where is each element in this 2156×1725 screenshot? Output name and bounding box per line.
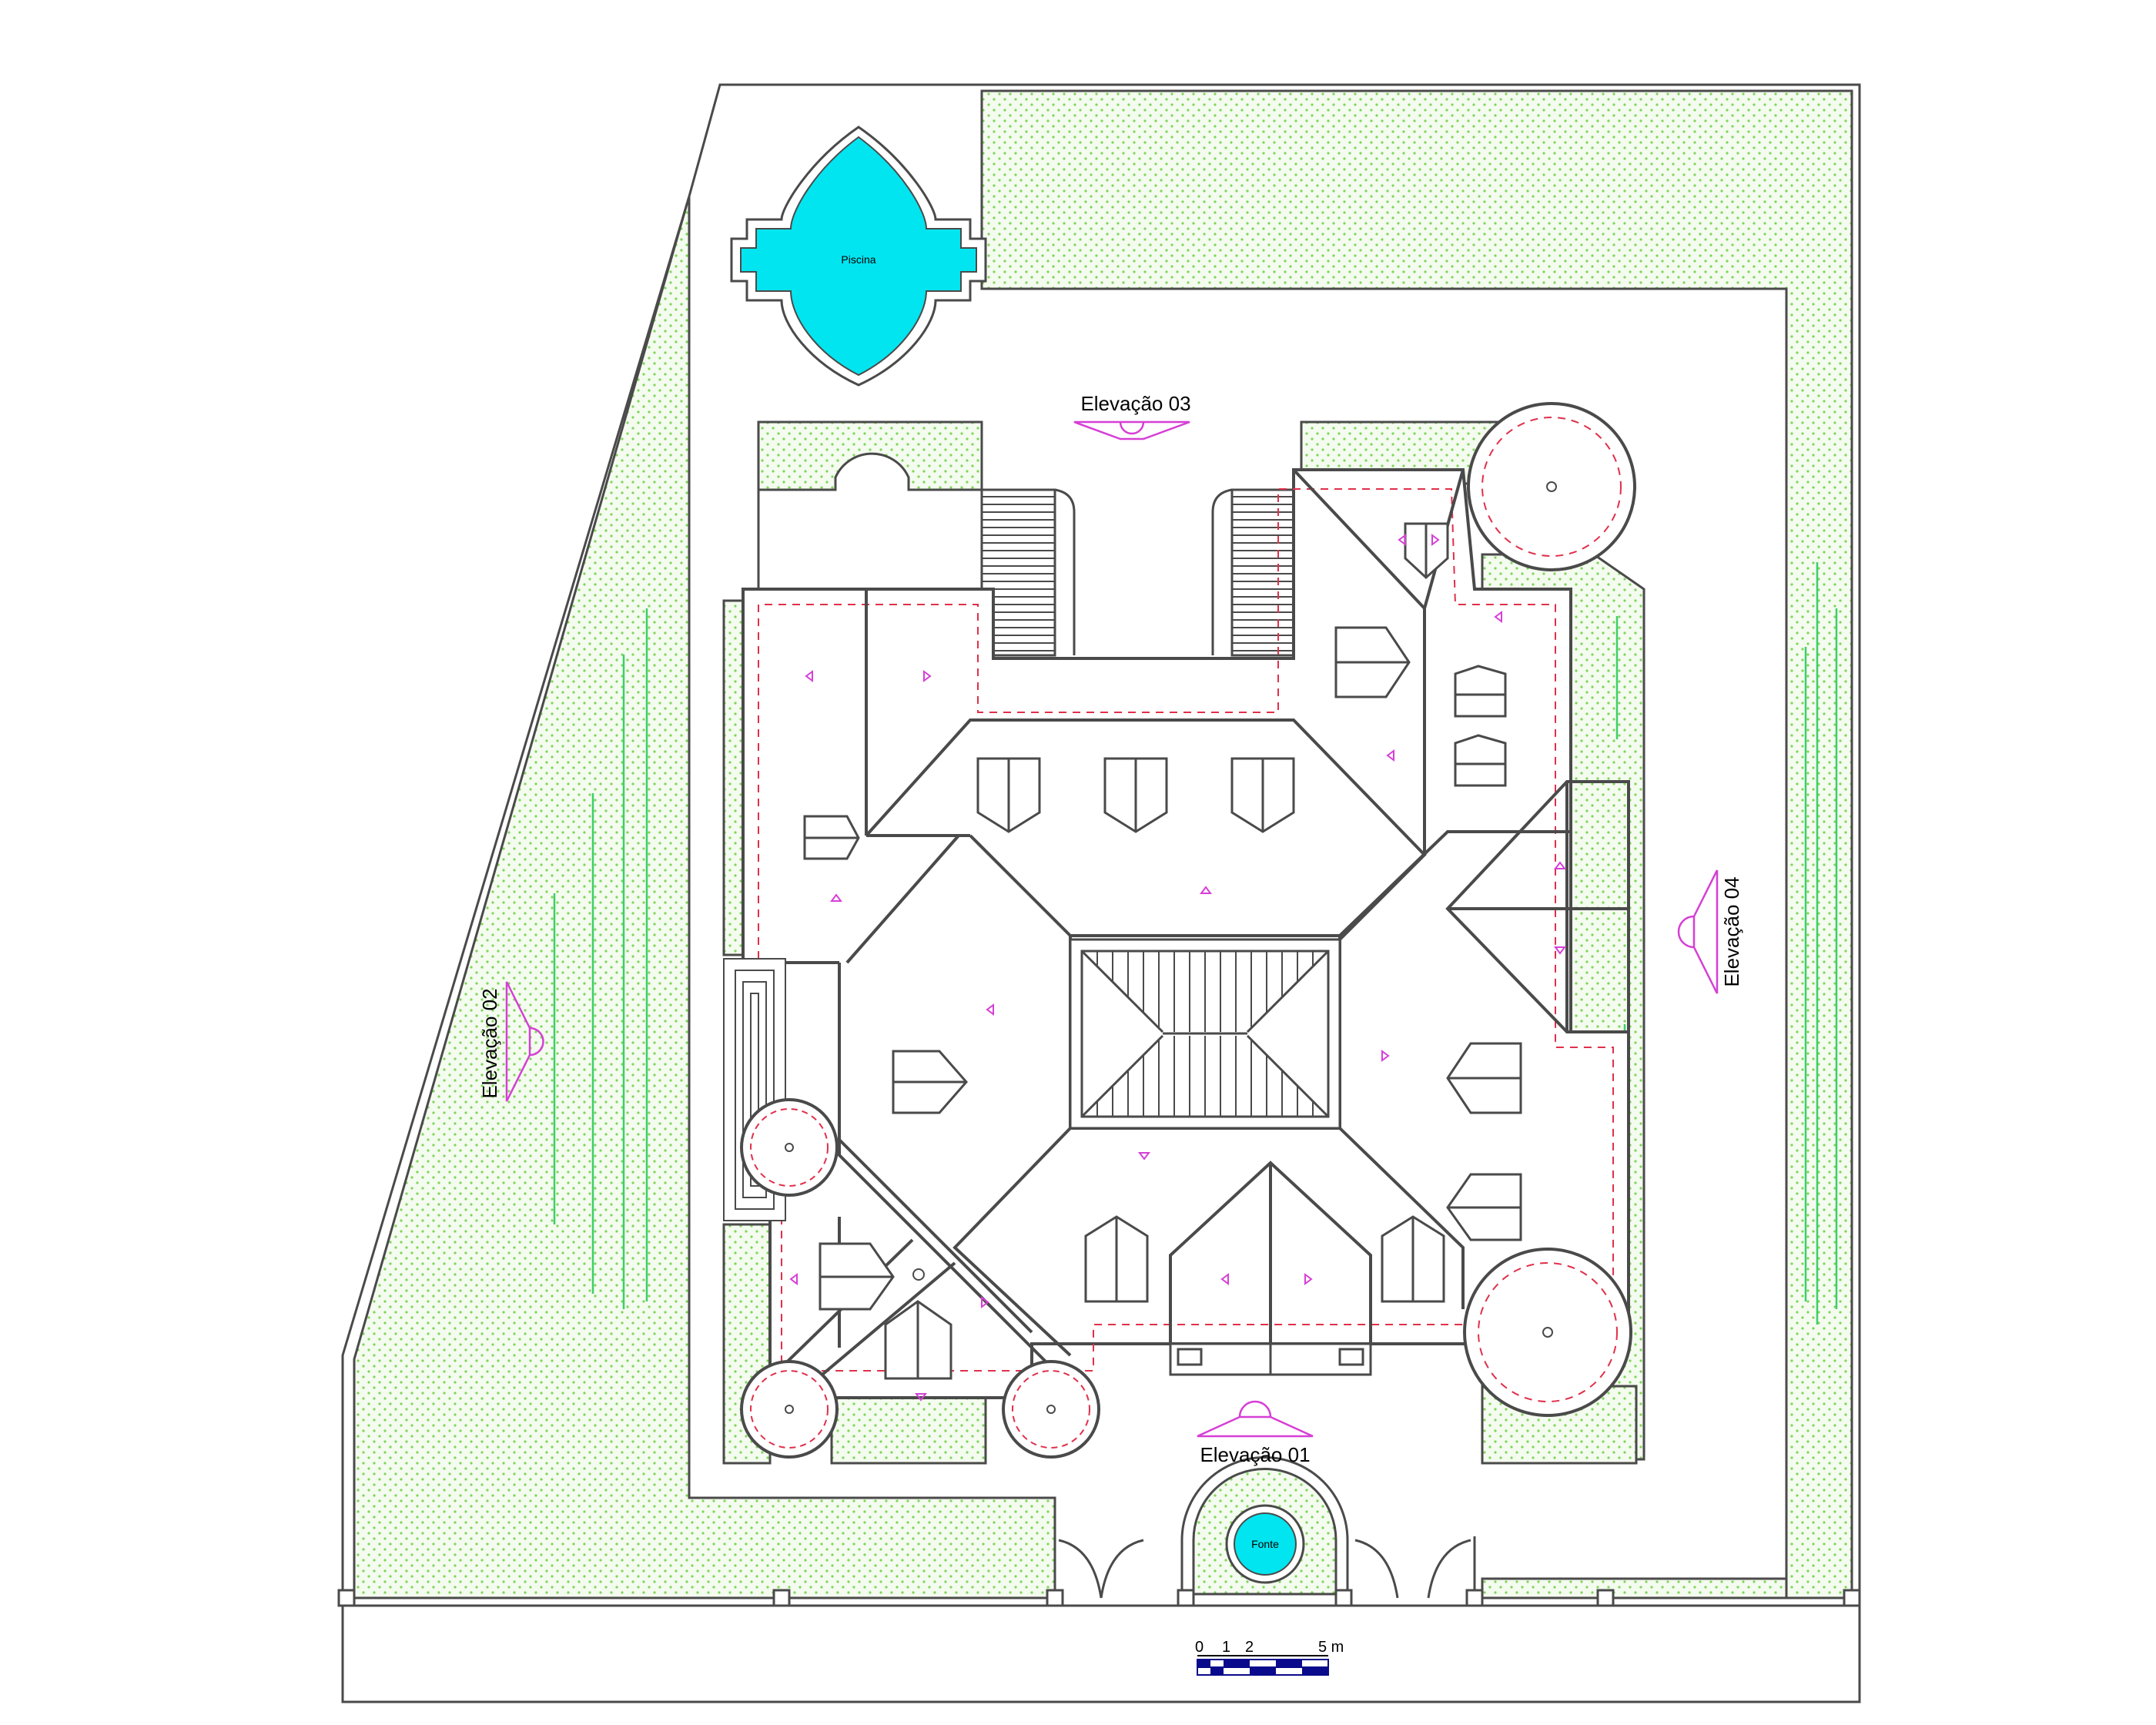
tower-s (1002, 1360, 1100, 1459)
scale-tick-2: 2 (1245, 1639, 1254, 1656)
towers (740, 402, 1636, 1459)
slope-arrows (789, 534, 1566, 1402)
tower-sw (740, 1360, 839, 1459)
pool-water (740, 136, 977, 377)
dormer-e2 (1454, 665, 1507, 718)
dormer-w3 (819, 1242, 895, 1311)
dormers (803, 522, 1522, 1380)
central-court (1069, 938, 1341, 1130)
dormer-e3 (1454, 734, 1507, 787)
dormer-ne-tower (1404, 522, 1449, 580)
elevation-01-marker (1197, 1400, 1314, 1438)
tower-w (740, 1098, 839, 1197)
dormer-n2 (1103, 757, 1168, 833)
dormer-s2 (1381, 1215, 1445, 1303)
dormer-e1 (1334, 626, 1411, 698)
north-terrace (757, 452, 983, 591)
lawn-south-east (1481, 1577, 1788, 1599)
dormer-n1 (976, 757, 1041, 833)
elevation-04-marker (1677, 869, 1719, 994)
scale-tick-1: 1 (1222, 1639, 1230, 1656)
tower-se (1463, 1248, 1632, 1417)
dormer-w1 (803, 815, 860, 860)
roof-center-node (912, 1268, 925, 1281)
scale-tick-5m: 5 m (1318, 1639, 1344, 1656)
elevation-01-label: Elevação 01 (1200, 1443, 1310, 1466)
elevation-03-marker (1073, 420, 1190, 440)
dormer-e5 (1446, 1173, 1522, 1241)
tower-ne (1467, 402, 1636, 571)
pool: Piscina (730, 126, 987, 387)
fountain: Fonte (1225, 1504, 1305, 1584)
scale-tick-0: 0 (1195, 1639, 1204, 1656)
elevation-04-label: Elevação 04 (1720, 876, 1743, 986)
elevation-02-label: Elevação 02 (478, 988, 501, 1098)
elevation-markers (505, 420, 1719, 1438)
dormer-w2 (892, 1050, 968, 1114)
pool-label: Piscina (841, 253, 875, 266)
north-stairs (980, 488, 1299, 657)
fountain-label: Fonte (1251, 1538, 1279, 1550)
entrance-steps (1169, 1342, 1372, 1376)
dormer-s3 (884, 1300, 952, 1380)
eave-lines (758, 488, 1614, 1372)
roof-ridges (743, 468, 1630, 1388)
dormer-s1 (1084, 1215, 1149, 1303)
dormer-n3 (1230, 757, 1295, 833)
elevation-02-marker (505, 981, 544, 1102)
scale-bar: 0 1 2 5 m (1195, 1639, 1344, 1676)
elevation-03-label: Elevação 03 (1080, 392, 1190, 415)
dormer-e4 (1446, 1042, 1522, 1114)
stair-right (1230, 488, 1299, 657)
